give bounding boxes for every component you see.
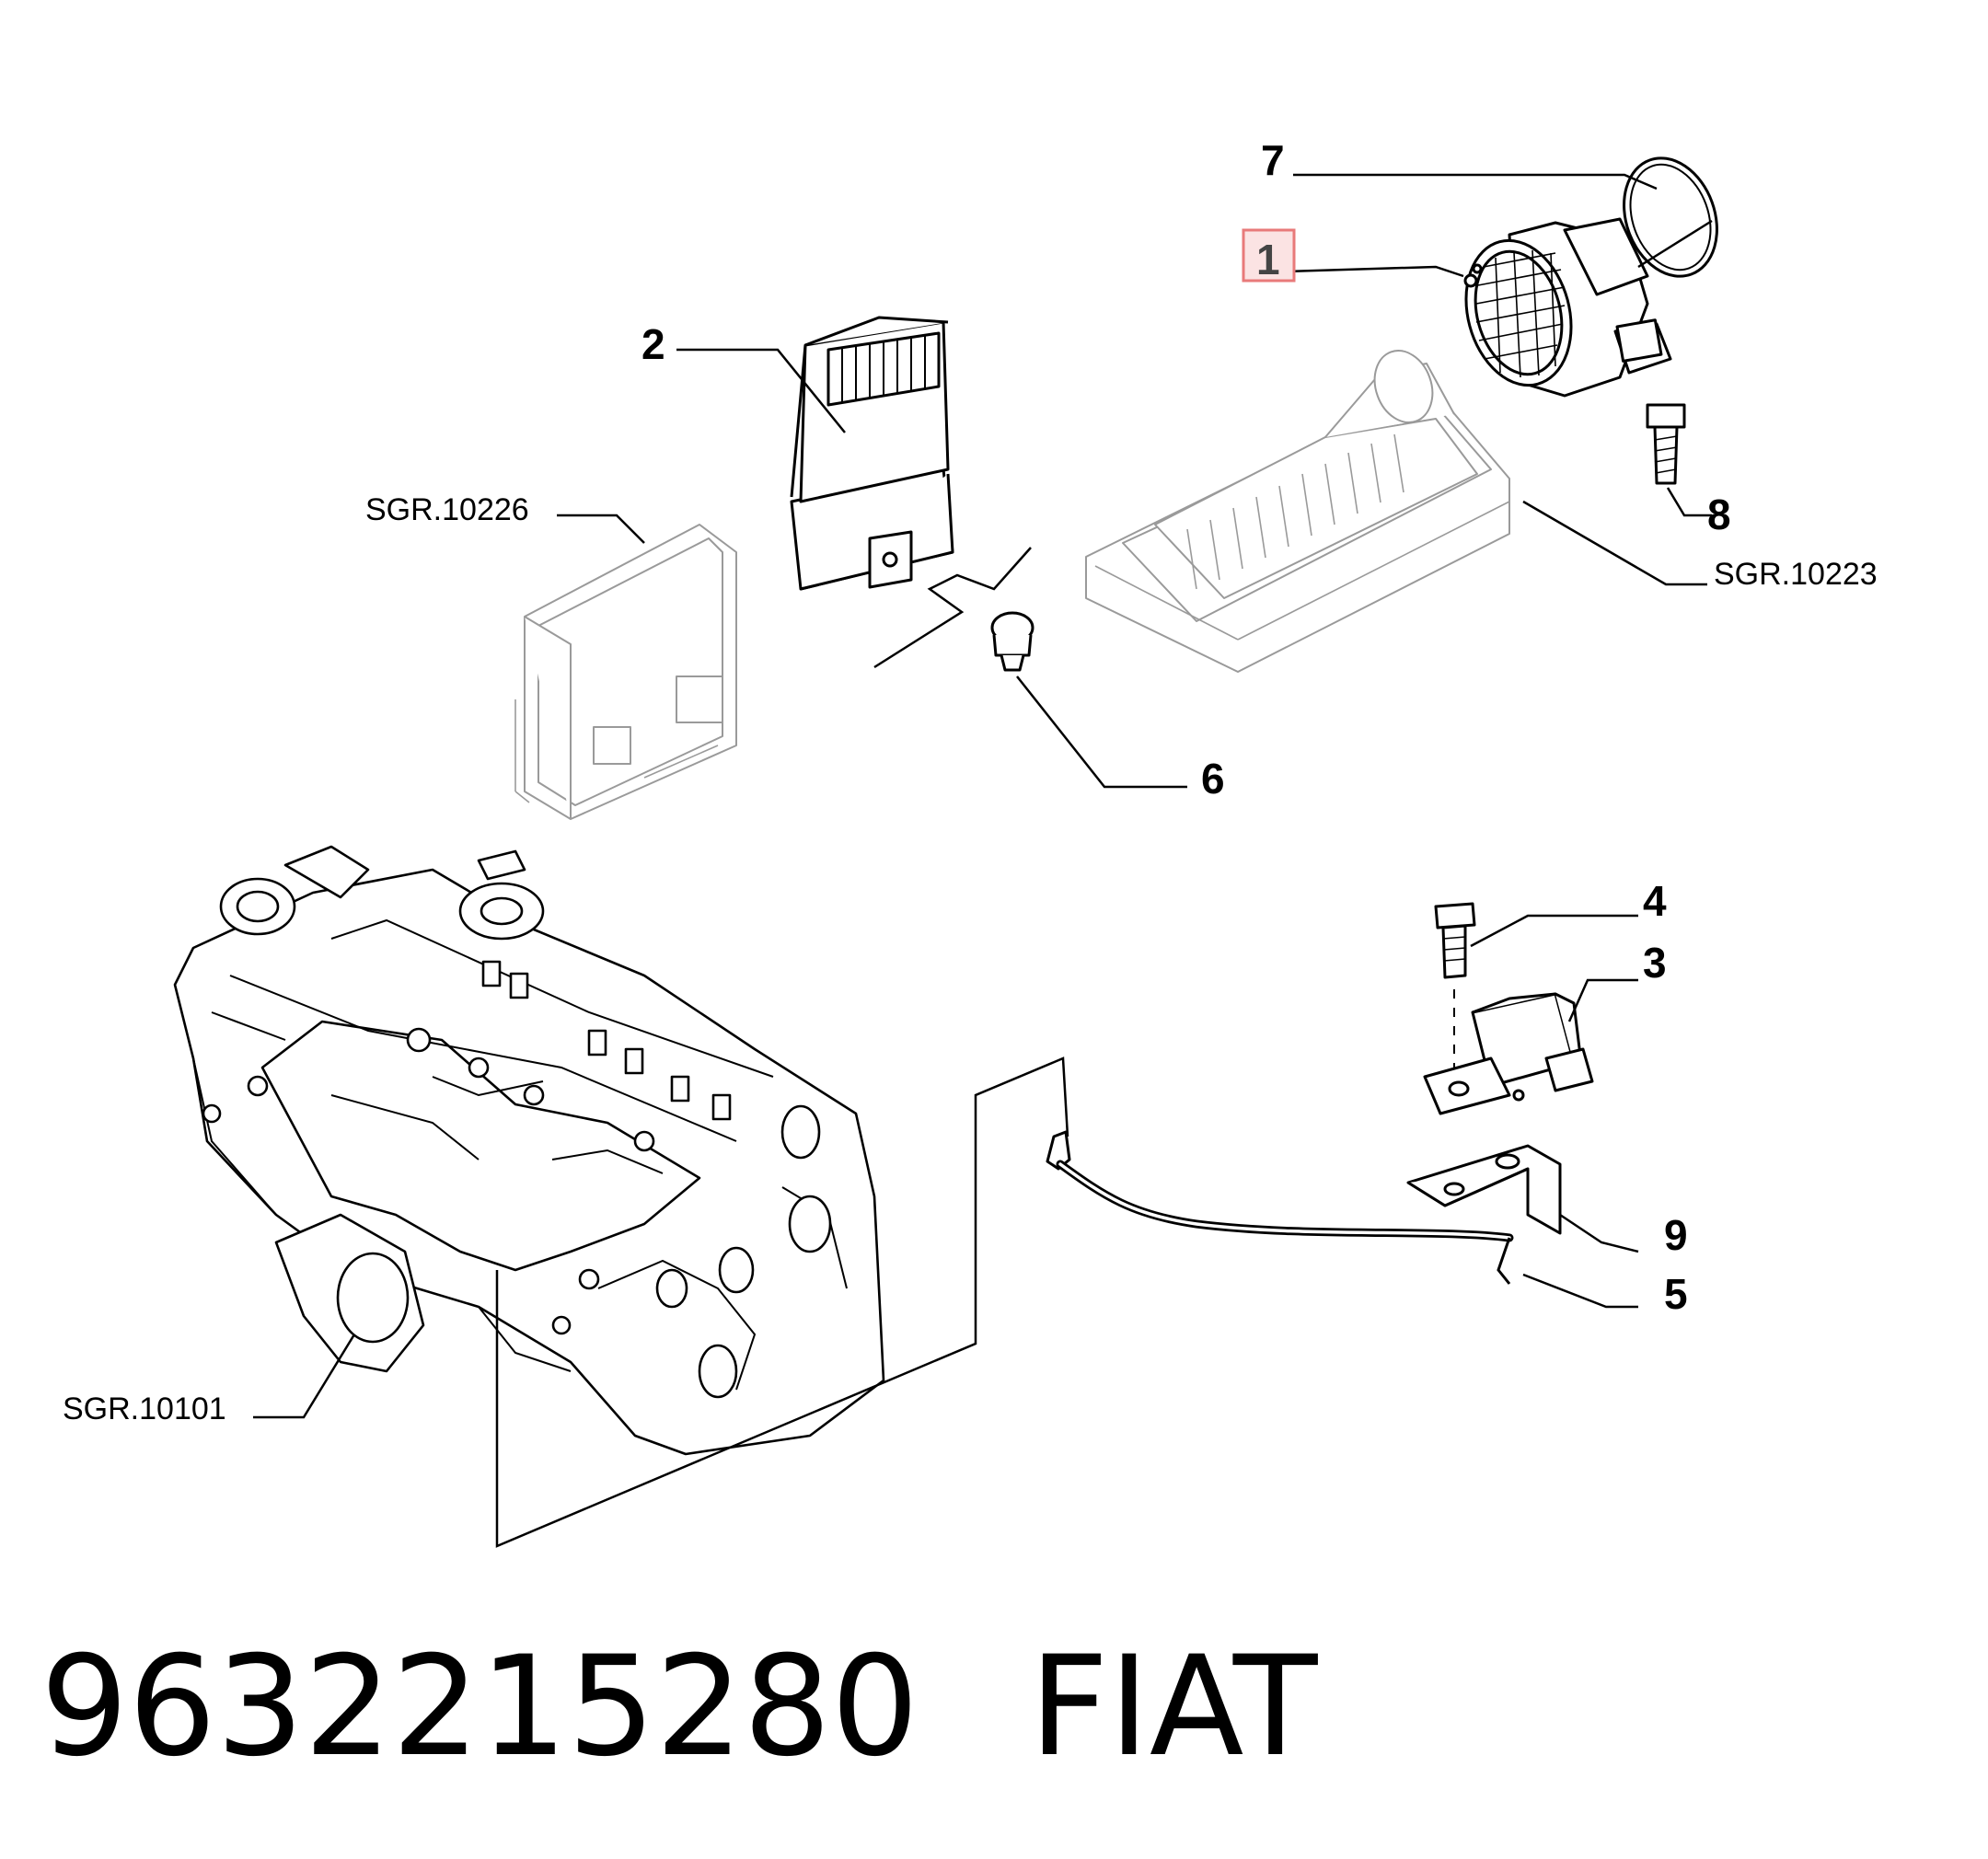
part-6-clip	[990, 611, 1034, 672]
part-7-o-ring	[1623, 156, 1718, 278]
part-1-air-flow-sensor	[1463, 217, 1672, 398]
ref-air-filter-housing	[1085, 350, 1510, 673]
callout-3: 3	[1643, 939, 1667, 987]
callout-4: 4	[1643, 877, 1667, 925]
part-8-screw	[1646, 403, 1686, 485]
ref-ecu-module	[514, 524, 737, 820]
ref-engine-head	[173, 845, 885, 1456]
callout-2: 2	[641, 320, 665, 368]
part-3-sensor	[1423, 992, 1594, 1115]
ref-label-sgr-10101: SGR.10101	[63, 1391, 226, 1426]
callout-1-highlight	[1242, 228, 1296, 283]
part-9-bracket	[1406, 1144, 1562, 1235]
ref-label-sgr-10223: SGR.10223	[1714, 557, 1878, 592]
callout-9: 9	[1664, 1211, 1688, 1259]
part-5-cable	[1046, 1130, 1514, 1285]
ref-label-sgr-10226: SGR.10226	[365, 492, 529, 527]
leader-lines	[253, 173, 1713, 1419]
callout-labels: 7 1 2 8 6 4 3 9 5 SGR.10226 SGR.10223 SG…	[63, 136, 1878, 1426]
wire-break-lines	[873, 547, 1032, 669]
callout-6: 6	[1201, 755, 1225, 802]
callout-5: 5	[1664, 1270, 1688, 1318]
part-4-screw	[1434, 902, 1476, 1077]
part-number: 9632215280	[40, 1627, 919, 1787]
callout-1: 1	[1256, 236, 1280, 283]
harness-loop	[495, 1057, 1069, 1548]
brand-name: FIAT	[1029, 1627, 1318, 1787]
callout-8: 8	[1707, 491, 1731, 538]
callout-7: 7	[1261, 136, 1285, 184]
part-2-relay-module	[790, 316, 954, 591]
